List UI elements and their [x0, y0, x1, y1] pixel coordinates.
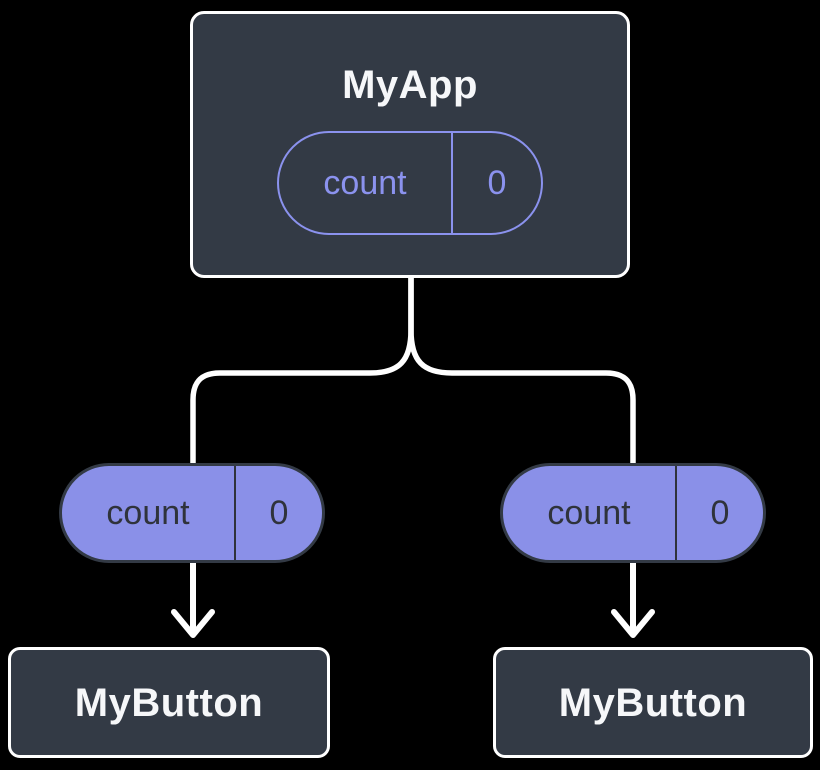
connector-branch-right [408, 278, 636, 463]
root-component-title: MyApp [342, 63, 478, 107]
state-value-label: 0 [487, 163, 507, 202]
child-component-title: MyButton [74, 680, 264, 725]
prop-pill-left: count 0 [59, 463, 325, 563]
child-component-title: MyButton [558, 680, 748, 725]
root-component-box: MyApp count 0 [190, 11, 630, 278]
root-state-pill: count 0 [277, 131, 543, 235]
child-component-box-left: MyButton [8, 647, 330, 758]
down-arrow-right-icon [611, 560, 655, 638]
prop-value-label: 0 [710, 493, 730, 532]
prop-value-label: 0 [269, 493, 289, 532]
down-arrow-left-icon [171, 560, 215, 638]
state-name-label: count [279, 133, 453, 233]
child-component-box-right: MyButton [493, 647, 813, 758]
connector-branch-left [190, 278, 414, 463]
prop-pill-right: count 0 [500, 463, 766, 563]
prop-name-label: count [62, 466, 236, 560]
prop-name-label: count [503, 466, 677, 560]
